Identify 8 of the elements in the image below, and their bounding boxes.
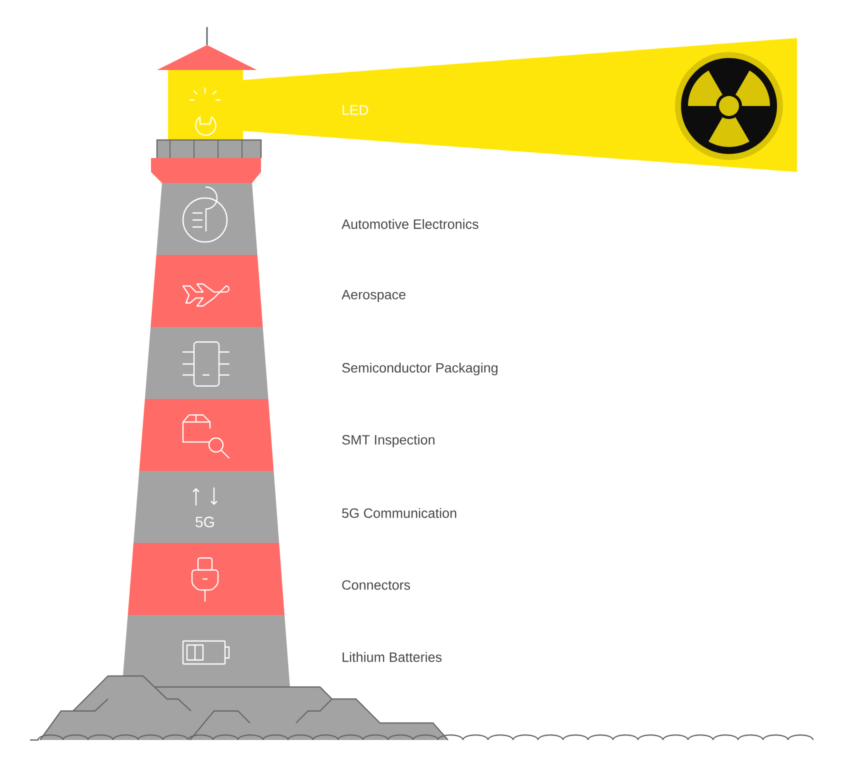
- band-label: Automotive Electronics: [342, 219, 478, 229]
- band-label: SMT Inspection: [342, 434, 434, 448]
- band-label: Connectors: [342, 580, 410, 590]
- band-label: Lithium Batteries: [342, 652, 442, 662]
- band-label: Semiconductor Packaging: [342, 362, 498, 376]
- band-label: Aerospace: [342, 290, 406, 302]
- beam-label: LED: [342, 105, 368, 115]
- band-label: 5G Communication: [342, 508, 456, 518]
